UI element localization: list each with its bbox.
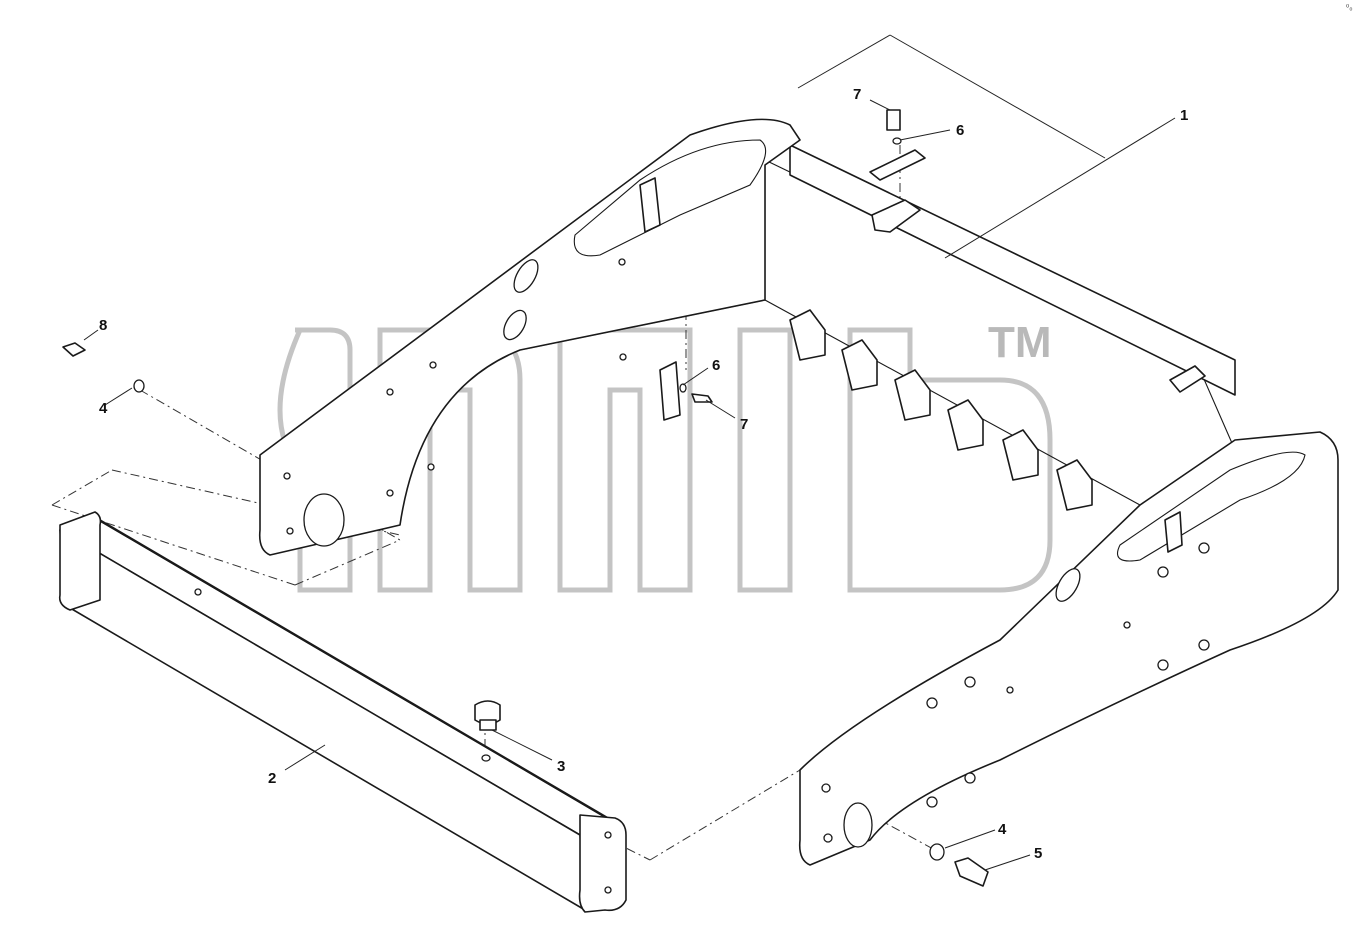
clamp-6-top	[869, 149, 926, 181]
watermark-trademark: TM	[988, 318, 1052, 367]
washer-4-left	[133, 379, 145, 393]
clamp-6-mid	[659, 361, 681, 421]
callout-3: 3	[557, 758, 565, 775]
callout-labels: 1 2 3 4 4 5 6 6 7 7 8	[99, 86, 1188, 862]
callout-7-mid: 7	[740, 416, 748, 433]
right-side-plate	[798, 431, 1339, 866]
callout-5: 5	[1034, 845, 1042, 862]
left-side-plate	[258, 118, 801, 556]
callout-6-mid: 6	[712, 357, 720, 374]
leader-lines	[83, 34, 1176, 871]
part-3-plug	[474, 700, 501, 762]
fasteners	[62, 109, 989, 887]
bolt-5	[954, 857, 989, 887]
bolt-7-mid	[691, 393, 713, 403]
washer-4-right	[929, 843, 945, 861]
callout-2: 2	[268, 770, 276, 787]
corner-mark: ⁰₀	[1346, 3, 1353, 12]
callout-1: 1	[1180, 107, 1188, 124]
callout-8: 8	[99, 317, 107, 334]
callout-6-top: 6	[956, 122, 964, 139]
front-beam	[58, 511, 627, 913]
bolt-7-top	[886, 109, 901, 131]
bottom-brackets	[789, 309, 1093, 511]
callout-4-right: 4	[998, 821, 1007, 838]
callout-7-top: 7	[853, 86, 861, 103]
callout-4-left: 4	[99, 400, 108, 417]
frame-assembly	[258, 118, 1339, 866]
bolt-8	[62, 342, 86, 357]
beam-end-plate	[578, 814, 627, 913]
